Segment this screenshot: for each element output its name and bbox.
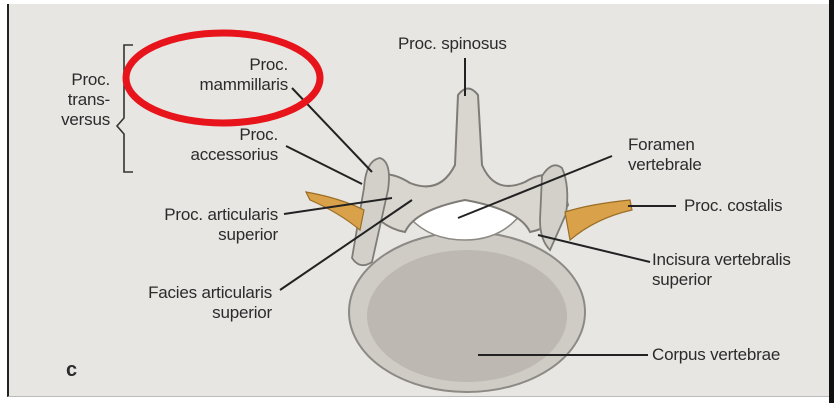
label-facies-articularis-superior: Facies articularis superior xyxy=(90,283,272,323)
proc-costalis-right xyxy=(565,200,632,240)
figure-letter: c xyxy=(66,360,77,380)
label-proc-articularis-superior: Proc. articularis superior xyxy=(95,205,278,245)
label-proc-spinosus: Proc. spinosus xyxy=(398,34,507,54)
label-proc-transversus: Proc. trans- versus xyxy=(38,70,110,130)
label-incisura-vertebralis-superior: Incisura vertebralis superior xyxy=(652,250,824,290)
label-proc-costalis: Proc. costalis xyxy=(684,196,782,216)
corpus-vertebrae-surface xyxy=(367,250,567,382)
label-foramen-vertebrale: Foramen vertebrale xyxy=(628,135,702,175)
leader-proc-accessorius xyxy=(286,146,362,184)
label-proc-accessorius: Proc. accessorius xyxy=(140,125,278,165)
label-corpus-vertebrae: Corpus vertebrae xyxy=(652,345,780,365)
label-proc-mammillaris: Proc. mammillaris xyxy=(140,55,288,95)
proc-costalis-left xyxy=(306,192,364,230)
